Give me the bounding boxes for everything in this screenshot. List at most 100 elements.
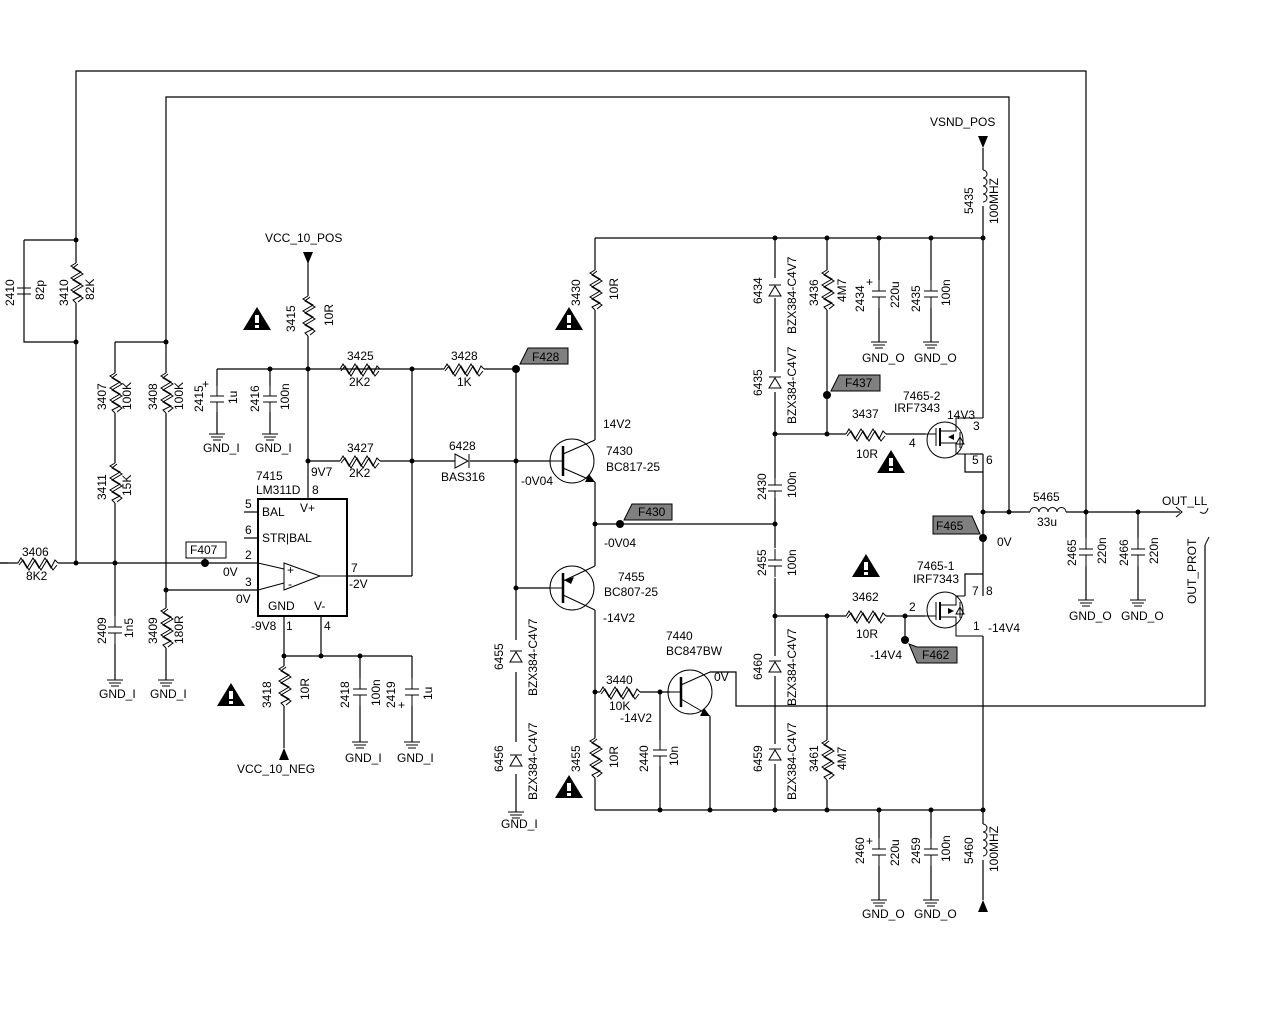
component-value: 82K: [83, 279, 97, 300]
component-value: 100n: [785, 471, 799, 498]
component-ref: 3408: [146, 383, 160, 410]
pin-number: 2: [909, 600, 916, 614]
component-ref: 2459: [909, 837, 923, 864]
voltage-label: -14V2: [603, 611, 635, 625]
transistor-7430: [549, 438, 596, 484]
resistor-3436: [821, 269, 835, 311]
capacitor-2418: [352, 677, 368, 707]
connector-break-icon: [1204, 536, 1210, 546]
capacitor-2415: [209, 384, 225, 414]
ground-icon: [1077, 599, 1095, 607]
component-ref: 3427: [347, 441, 374, 455]
component-value: 33u: [1037, 515, 1057, 529]
svg-text:+: +: [398, 698, 405, 712]
pin-number: 8: [312, 483, 319, 497]
flag-label-f428: F428: [532, 350, 560, 364]
component-value: 100K: [172, 382, 186, 410]
transistor-7455: [549, 565, 596, 611]
zener-6460: [768, 660, 782, 673]
component-ref: 3415: [284, 305, 298, 332]
capacitor-2435: [923, 279, 939, 309]
voltage-label: -0V04: [604, 536, 636, 550]
ground-label: GND_I: [397, 751, 434, 765]
component-value: 10R: [298, 678, 312, 700]
opamp-7415: [257, 482, 348, 617]
component-ref: 3430: [569, 279, 583, 306]
pin-number: 7: [972, 584, 979, 598]
component-ref: 2419: [384, 681, 398, 708]
component-ref: 2466: [1117, 539, 1131, 566]
capacitor-2430: [767, 473, 783, 503]
pin-number: 1: [973, 619, 980, 633]
component-value: 100n: [369, 679, 383, 706]
component-ref: 3428: [451, 349, 478, 363]
component-value: 100K: [120, 382, 134, 410]
component-value: 100MHZ: [987, 178, 1001, 224]
voltage-label: -14V2: [620, 711, 652, 725]
component-ref: 3462: [852, 590, 879, 604]
ground-icon: [351, 741, 369, 749]
ground-icon: [922, 899, 940, 907]
component-ref: 5465: [1033, 490, 1060, 504]
resistor-3418: [278, 665, 292, 707]
voltage-label: -0V04: [521, 474, 553, 488]
zener-6434: [768, 284, 782, 297]
voltage-label: 0V: [997, 535, 1012, 549]
zener-6459: [768, 748, 782, 761]
zener-6456: [509, 754, 523, 767]
capacitor-2416: [262, 384, 278, 414]
voltage-label: 0V: [223, 565, 238, 579]
flag-f465: [932, 515, 981, 535]
component-value: 10R: [607, 746, 621, 768]
component-value: 100n: [278, 383, 292, 410]
warning-icon: [243, 307, 271, 330]
opamp-pin-label: GND: [268, 599, 295, 613]
ground-label: GND_I: [150, 687, 187, 701]
opamp-ref: 7415: [256, 469, 283, 483]
flag-f428: [519, 347, 569, 365]
resistor-3461: [821, 739, 835, 781]
component-ref: 3406: [22, 545, 49, 559]
arrow-down-icon: [978, 136, 988, 148]
component-value: 10R: [856, 447, 878, 461]
opamp-part: LM311D: [256, 483, 301, 497]
opamp-pin-label: V+: [300, 501, 315, 515]
component-ref: 3436: [807, 279, 821, 306]
capacitor-2434: [871, 279, 887, 309]
component-ref: 7465-2: [903, 389, 941, 403]
ground-icon: [1129, 599, 1147, 607]
component-value: BZX384-C4V7: [526, 722, 540, 800]
component-ref: 3461: [807, 745, 821, 772]
arrow-up-icon: [279, 748, 289, 760]
component-ref: 3455: [569, 745, 583, 772]
capacitor-2440: [652, 738, 668, 768]
component-ref: 2415: [192, 385, 206, 412]
pin-number: 5: [972, 453, 979, 467]
component-value: IRF7343: [913, 572, 959, 586]
component-value: 100n: [939, 835, 953, 862]
component-value: IRF7343: [894, 401, 940, 415]
flag-f462: [908, 643, 958, 664]
component-value: 1n5: [122, 618, 136, 638]
component-ref: 2430: [755, 473, 769, 500]
pin-number: 6: [245, 523, 252, 537]
component-value: BC847BW: [666, 644, 723, 658]
ground-label: GND_O: [1121, 609, 1164, 623]
component-value: 100n: [939, 279, 953, 306]
component-value: 100n: [785, 549, 799, 576]
resistor-3440: [599, 686, 641, 700]
voltage-label: 0V: [236, 592, 251, 606]
ground-icon: [261, 433, 279, 441]
rail-vsnd-pos: VSND_POS: [930, 115, 995, 129]
component-ref: 6434: [751, 277, 765, 304]
flag-f407: [185, 541, 227, 563]
rail-vcc-neg: VCC_10_NEG: [237, 762, 315, 776]
pin-number: 3: [245, 575, 252, 589]
component-value: 15K: [120, 475, 134, 496]
ground-label: GND_I: [203, 441, 240, 455]
warning-icon: [555, 775, 583, 798]
component-value: 2K2: [349, 466, 371, 480]
component-value: 220n: [1147, 537, 1161, 564]
opamp-pin-label: V-: [314, 599, 325, 613]
